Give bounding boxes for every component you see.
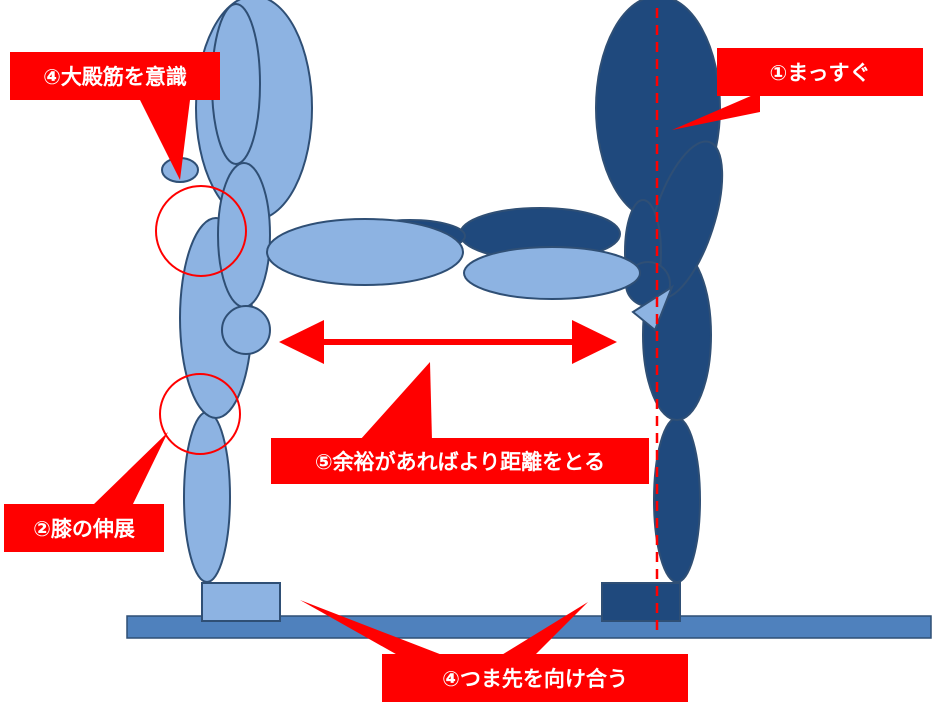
callout-straight-label: ①まっすぐ [770,61,871,85]
right-foot-block [601,582,681,622]
callout-toes-pointer-left [300,600,450,662]
distance-double-arrow [279,320,617,364]
left-figure [161,0,313,622]
left-arm-light [266,218,464,286]
knee-highlight-circle-lower [159,373,241,455]
callout-knee-label: ②膝の伸展 [33,517,135,541]
knee-highlight-circle-upper [155,185,247,277]
callout-distance-label: ⑤余裕があればより距離をとる [315,450,605,474]
callout-glutes-label: ④大殿筋を意識 [43,65,187,89]
right-lower-leg [653,417,701,583]
callout-straight-box [717,48,923,96]
left-upper-arm [217,162,271,308]
left-foot-block [201,582,281,622]
callout-straight-pointer [672,92,760,130]
callout-glutes-box [10,52,220,100]
callout-knee-box [4,504,164,552]
joined-arms [266,207,675,332]
callout-toes: ④つま先を向け合う [300,600,688,702]
callout-distance-pointer [360,362,432,440]
callout-toes-box [382,654,688,702]
right-arm-light [463,246,641,300]
callout-knee-pointer [92,432,168,506]
callout-knee: ②膝の伸展 [4,432,168,552]
left-lower-leg [183,411,231,583]
callout-distance-box [271,438,649,484]
callout-toes-label: ④つま先を向け合う [442,667,628,691]
right-hand-light [631,284,675,332]
right-figure [595,0,724,622]
callout-straight: ①まっすぐ [672,48,923,130]
floor-bar [126,615,932,639]
callout-toes-pointer-right [500,602,588,660]
callout-glutes-pointer [140,100,190,180]
callout-distance: ⑤余裕があればより距離をとる [271,362,649,484]
callout-glutes: ④大殿筋を意識 [10,52,220,180]
left-knee-joint [221,305,271,355]
